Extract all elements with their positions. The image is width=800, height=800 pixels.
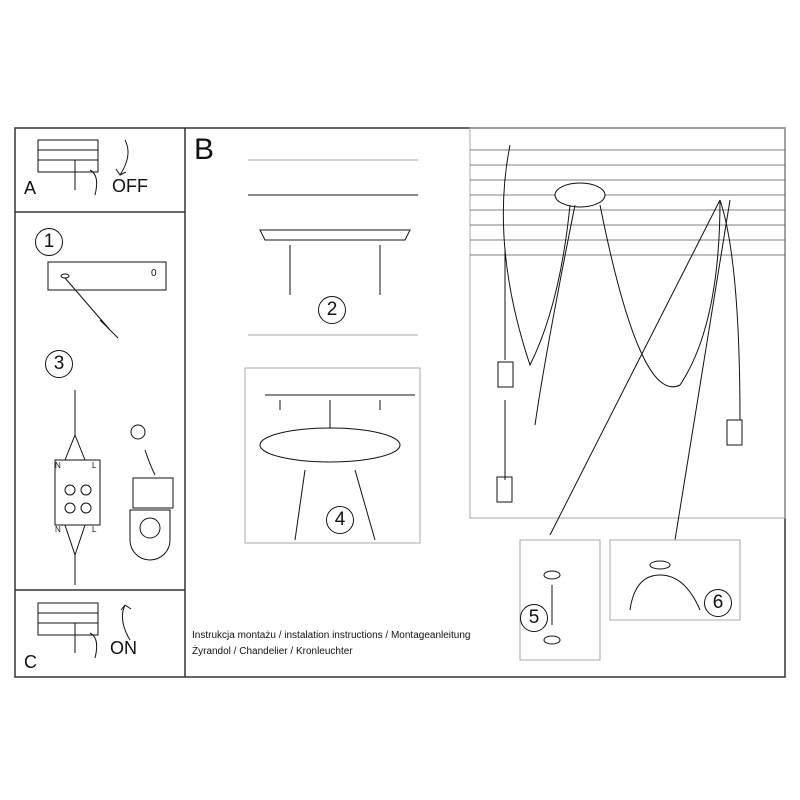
caption-instructions: Instrukcja montażu / instalation instruc… (192, 630, 471, 641)
off-label: OFF (112, 176, 148, 196)
section-c-letter: C (24, 652, 37, 672)
step5-6-panels (519, 539, 741, 661)
breaker-icon-a (37, 139, 129, 196)
caption-product: Żyrandol / Chandelier / Kronleuchter (192, 646, 353, 657)
terminal-n-bottom: N (55, 525, 61, 534)
step-2-badge: 2 (318, 296, 346, 324)
step1-plate-mark: 0 (151, 268, 157, 279)
terminal-n-top: N (55, 461, 61, 470)
step-6-badge: 6 (704, 589, 732, 617)
on-label: ON (110, 638, 137, 658)
step3-wiring (54, 390, 174, 585)
step4-panel (244, 367, 421, 544)
step-1-badge: 1 (35, 228, 63, 256)
section-b-letter: B (194, 133, 215, 166)
breaker-icon-c (37, 602, 132, 659)
step2-panel (248, 159, 418, 336)
step-3-badge: 3 (45, 350, 73, 378)
terminal-l-top: L (92, 461, 97, 470)
terminal-l-bottom: L (92, 525, 97, 534)
step-4-badge: 4 (326, 506, 354, 534)
step-5-badge: 5 (520, 604, 548, 632)
step1-mounting-plate (47, 261, 167, 339)
section-a-letter: A (24, 178, 37, 198)
main-chandelier-panel (469, 127, 786, 541)
